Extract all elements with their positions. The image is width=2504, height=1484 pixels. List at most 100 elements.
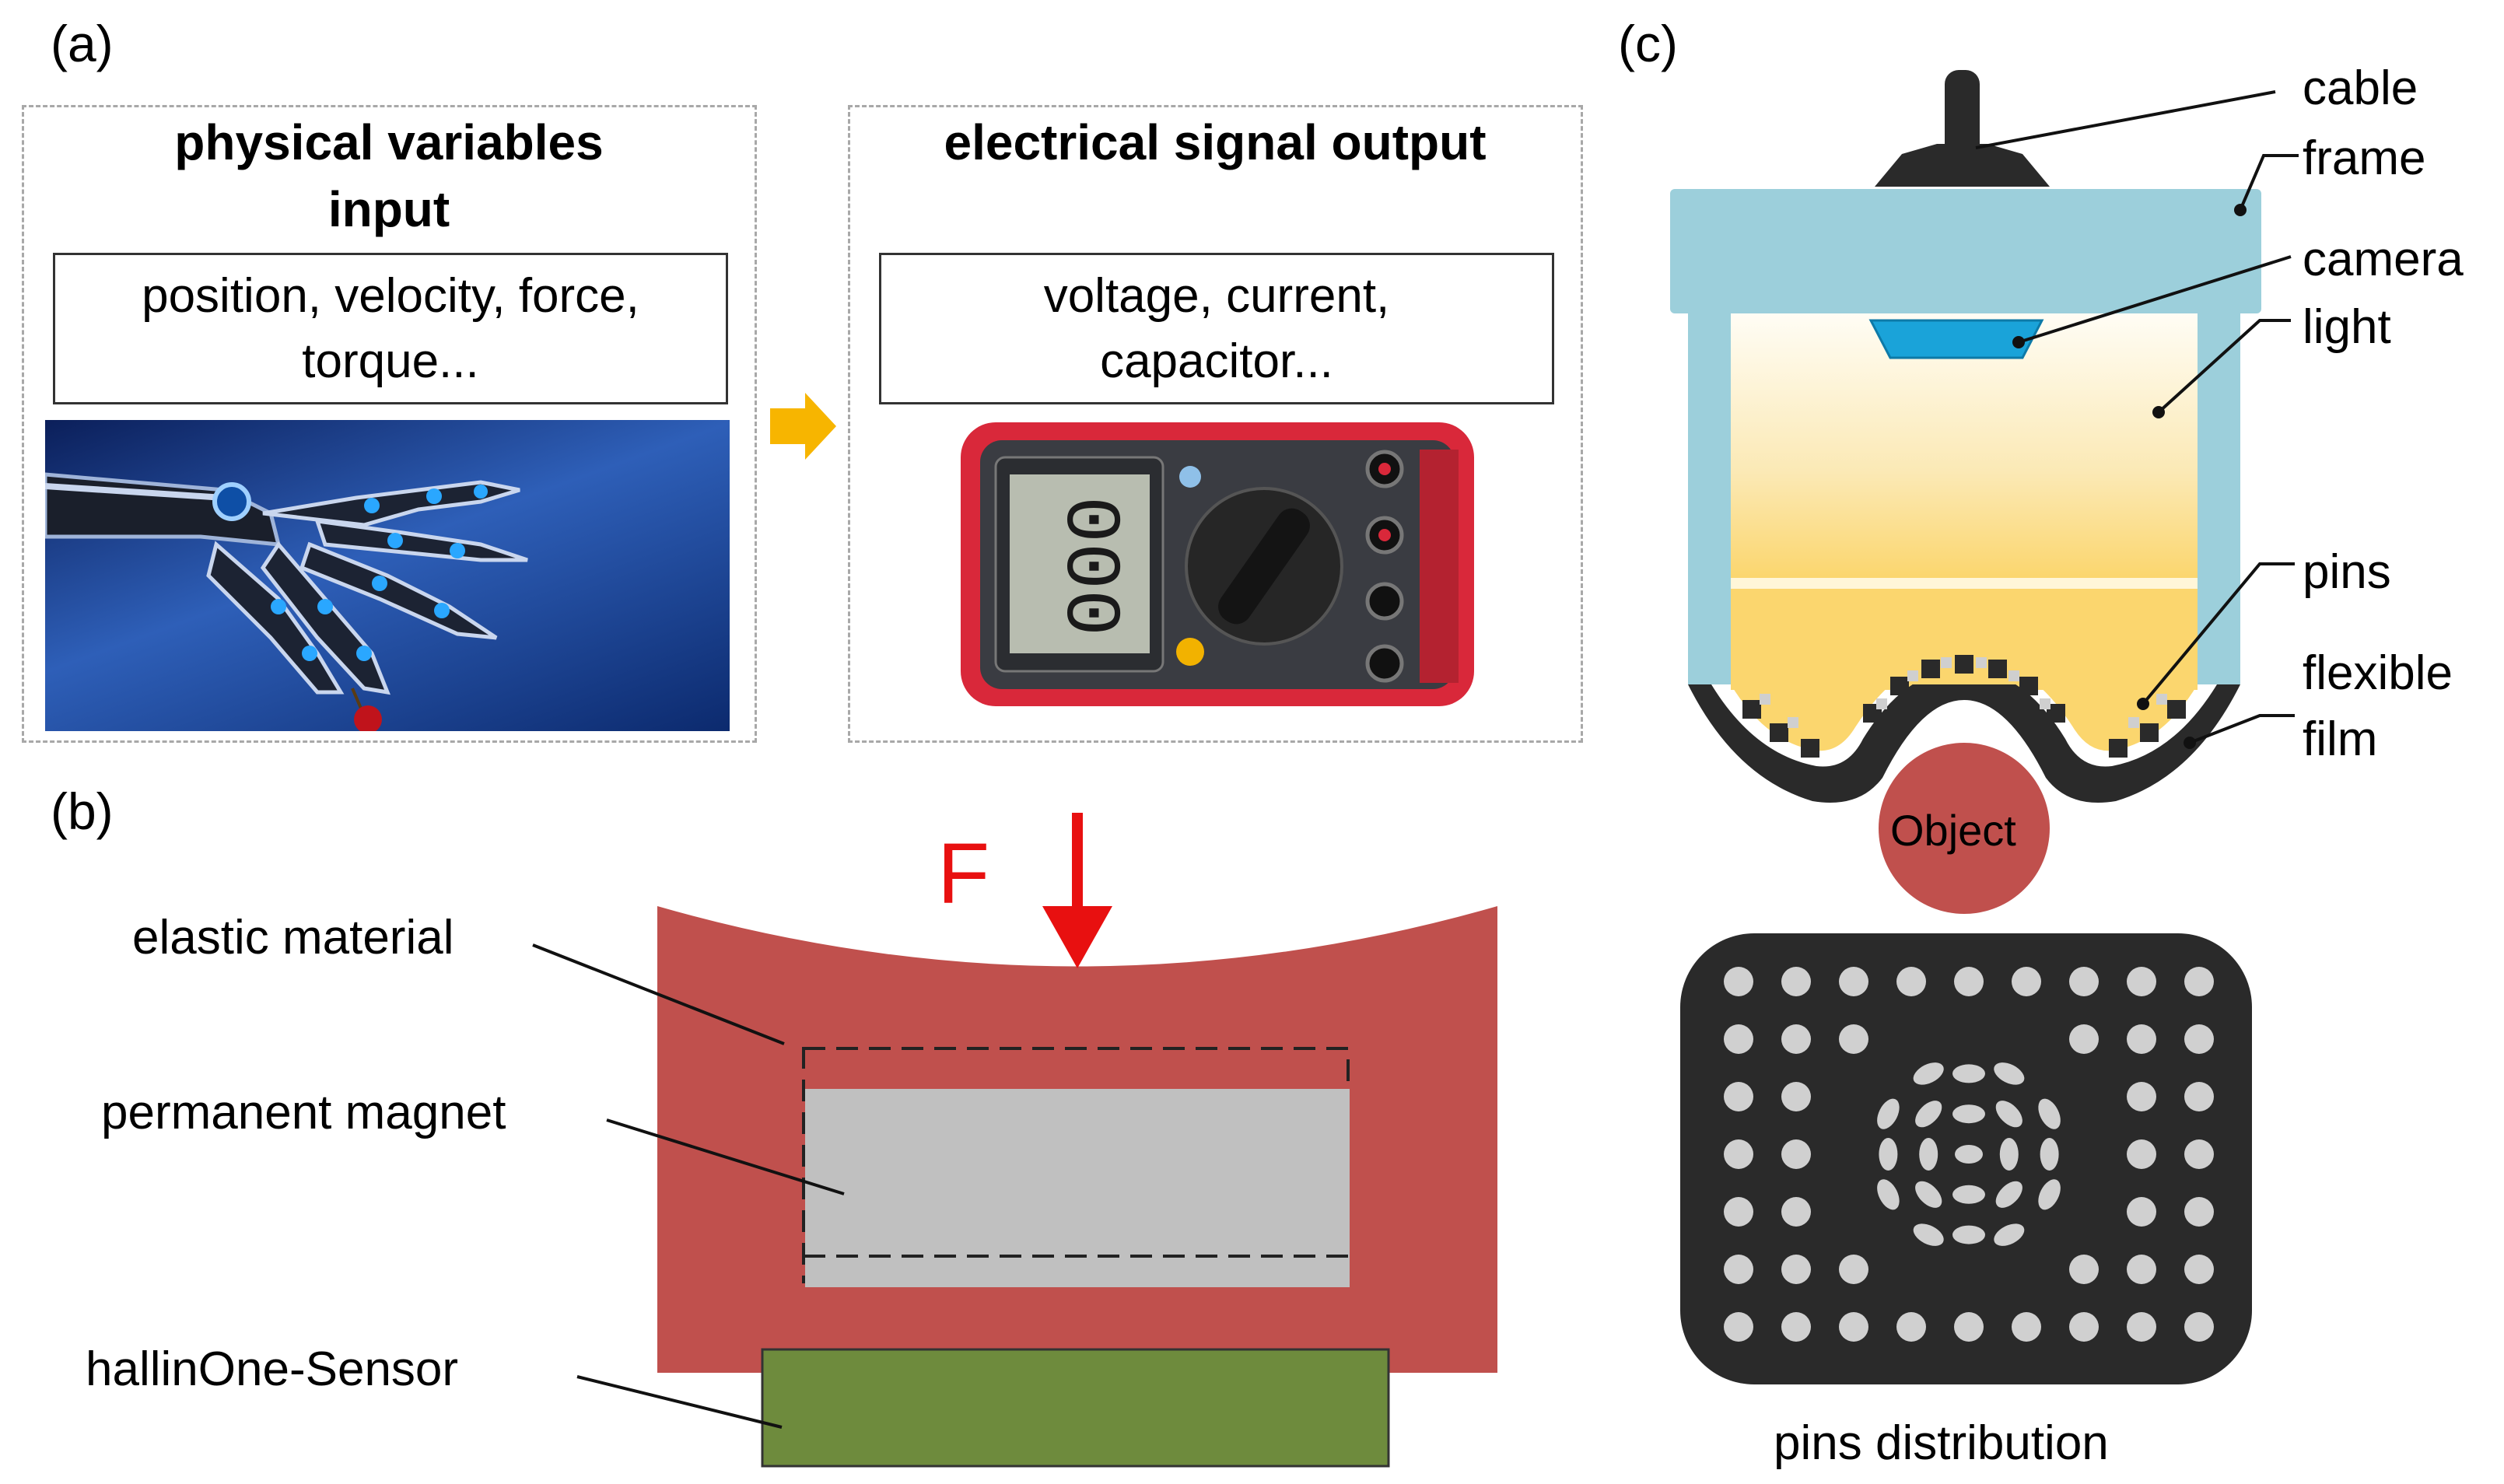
flexible-film — [1688, 669, 2240, 803]
pin-dot — [2127, 1139, 2156, 1169]
pin-dot — [2184, 1082, 2214, 1111]
output-title: electrical signal output — [944, 114, 1487, 170]
cable-label: cable — [2303, 61, 2418, 115]
flexible-label: flexible — [2303, 646, 2453, 700]
panel-c-label: (c) — [1618, 15, 1678, 72]
pins-distribution-panel — [1680, 933, 2252, 1384]
robot-hand-illustration — [45, 472, 528, 731]
object-label: Object — [1890, 806, 2016, 855]
multimeter-image: 000 — [957, 418, 1478, 710]
process-arrow-icon — [770, 393, 836, 460]
pin-dot — [1919, 1138, 1938, 1171]
frame-leader-line — [2239, 154, 2299, 211]
pin-dot — [2069, 1024, 2099, 1054]
pin-dot — [2184, 1255, 2214, 1284]
pin-dot — [1724, 1197, 1753, 1227]
pin-dot — [1781, 1197, 1811, 1227]
panel-a-label: (a) — [51, 15, 114, 72]
pin-dot — [1913, 1062, 1944, 1085]
camera-label: camera — [2303, 233, 2464, 286]
frame-right-wall — [2198, 311, 2240, 684]
pin-dot — [2127, 1082, 2156, 1111]
pin-dot — [2038, 1098, 2061, 1129]
pin-dot — [1724, 1255, 1753, 1284]
multimeter-illustration: 000 — [961, 422, 1474, 706]
pin-dot — [1954, 1312, 1984, 1342]
pin-dot — [1999, 1138, 2019, 1171]
pin-dot — [1913, 1223, 1944, 1246]
pin-dot — [1877, 1179, 1900, 1210]
elastic-leader-line — [532, 943, 785, 1045]
input-box — [22, 105, 757, 743]
sensor-leader-line — [576, 1375, 783, 1429]
robotic-hand-image — [45, 420, 730, 731]
input-title: physical variables input — [174, 114, 604, 237]
camera-leader-line — [2018, 255, 2292, 344]
camera — [1868, 319, 2044, 359]
sensor-label: hallinOne-Sensor — [86, 1342, 459, 1396]
frame-label: frame — [2303, 131, 2426, 185]
pin-dot — [1879, 1138, 1898, 1171]
pin-dot — [1839, 1312, 1868, 1342]
pin-dot — [1896, 1312, 1926, 1342]
light-chamber — [1731, 313, 2198, 578]
pins-teeth — [1742, 655, 2186, 758]
force-label: F — [937, 826, 990, 922]
cable-connector — [1875, 144, 2050, 187]
pin-dot — [2040, 1138, 2059, 1171]
pin-dot — [2012, 967, 2041, 996]
pin-dot — [1724, 1024, 1753, 1054]
pins-leader-line — [2142, 562, 2295, 705]
pin-dot — [1724, 1139, 1753, 1169]
pin-dot — [2184, 1197, 2214, 1227]
pin-dot — [2184, 1139, 2214, 1169]
pin-dot — [1839, 1024, 1868, 1054]
film-label: film — [2303, 712, 2378, 766]
light-label: light — [2303, 300, 2391, 354]
pin-dot — [1839, 967, 1868, 996]
permanent-magnet-label: permanent magnet — [101, 1086, 506, 1139]
pin-dot — [1896, 967, 1926, 996]
pin-dot — [2012, 1312, 2041, 1342]
pin-dot — [1781, 1024, 1811, 1054]
cable — [1945, 70, 1980, 163]
pin-dot — [2184, 1024, 2214, 1054]
film-leader-line — [2189, 714, 2295, 744]
panel-b-label: (b) — [51, 782, 114, 840]
pin-dot — [2184, 1312, 2214, 1342]
pin-dot — [2127, 1312, 2156, 1342]
pin-dot — [1952, 1225, 1985, 1244]
pins-label: pins — [2303, 545, 2391, 599]
pin-dot — [2038, 1179, 2061, 1210]
pin-dot — [1877, 1098, 1900, 1129]
pin-dot — [1781, 1139, 1811, 1169]
pin-dot — [1994, 1223, 2025, 1246]
pin-dot — [2069, 1312, 2099, 1342]
hall-sensor — [761, 1348, 1390, 1468]
multimeter-display: 000 — [1044, 496, 1132, 636]
frame-top — [1670, 189, 2261, 313]
pin-dot — [2127, 967, 2156, 996]
pin-dot — [1724, 1312, 1753, 1342]
permanent-magnet — [805, 1089, 1350, 1287]
frame-left-wall — [1688, 311, 1731, 684]
pin-dot — [1839, 1255, 1868, 1284]
pin-dot — [1995, 1101, 2022, 1128]
pin-dot — [2069, 1255, 2099, 1284]
cable-leader-line — [1975, 90, 2276, 149]
gel-fill — [1731, 655, 2198, 751]
light-leader-line — [2157, 319, 2291, 414]
force-arrow-icon — [1042, 906, 1112, 968]
elastic-material-block — [657, 906, 1497, 1373]
magnet-leader-line — [606, 1118, 845, 1195]
pin-dot — [1781, 967, 1811, 996]
pin-dot — [2069, 967, 2099, 996]
pin-dot — [1781, 1312, 1811, 1342]
pin-dot — [1994, 1062, 2025, 1085]
pin-dot — [1952, 1104, 1985, 1124]
pin-dot — [1952, 1185, 1985, 1204]
pins-distribution-dots — [1724, 967, 2214, 1342]
light-gel-boundary — [1731, 578, 2198, 589]
pin-dot — [1915, 1181, 1942, 1208]
pin-dot — [2127, 1197, 2156, 1227]
